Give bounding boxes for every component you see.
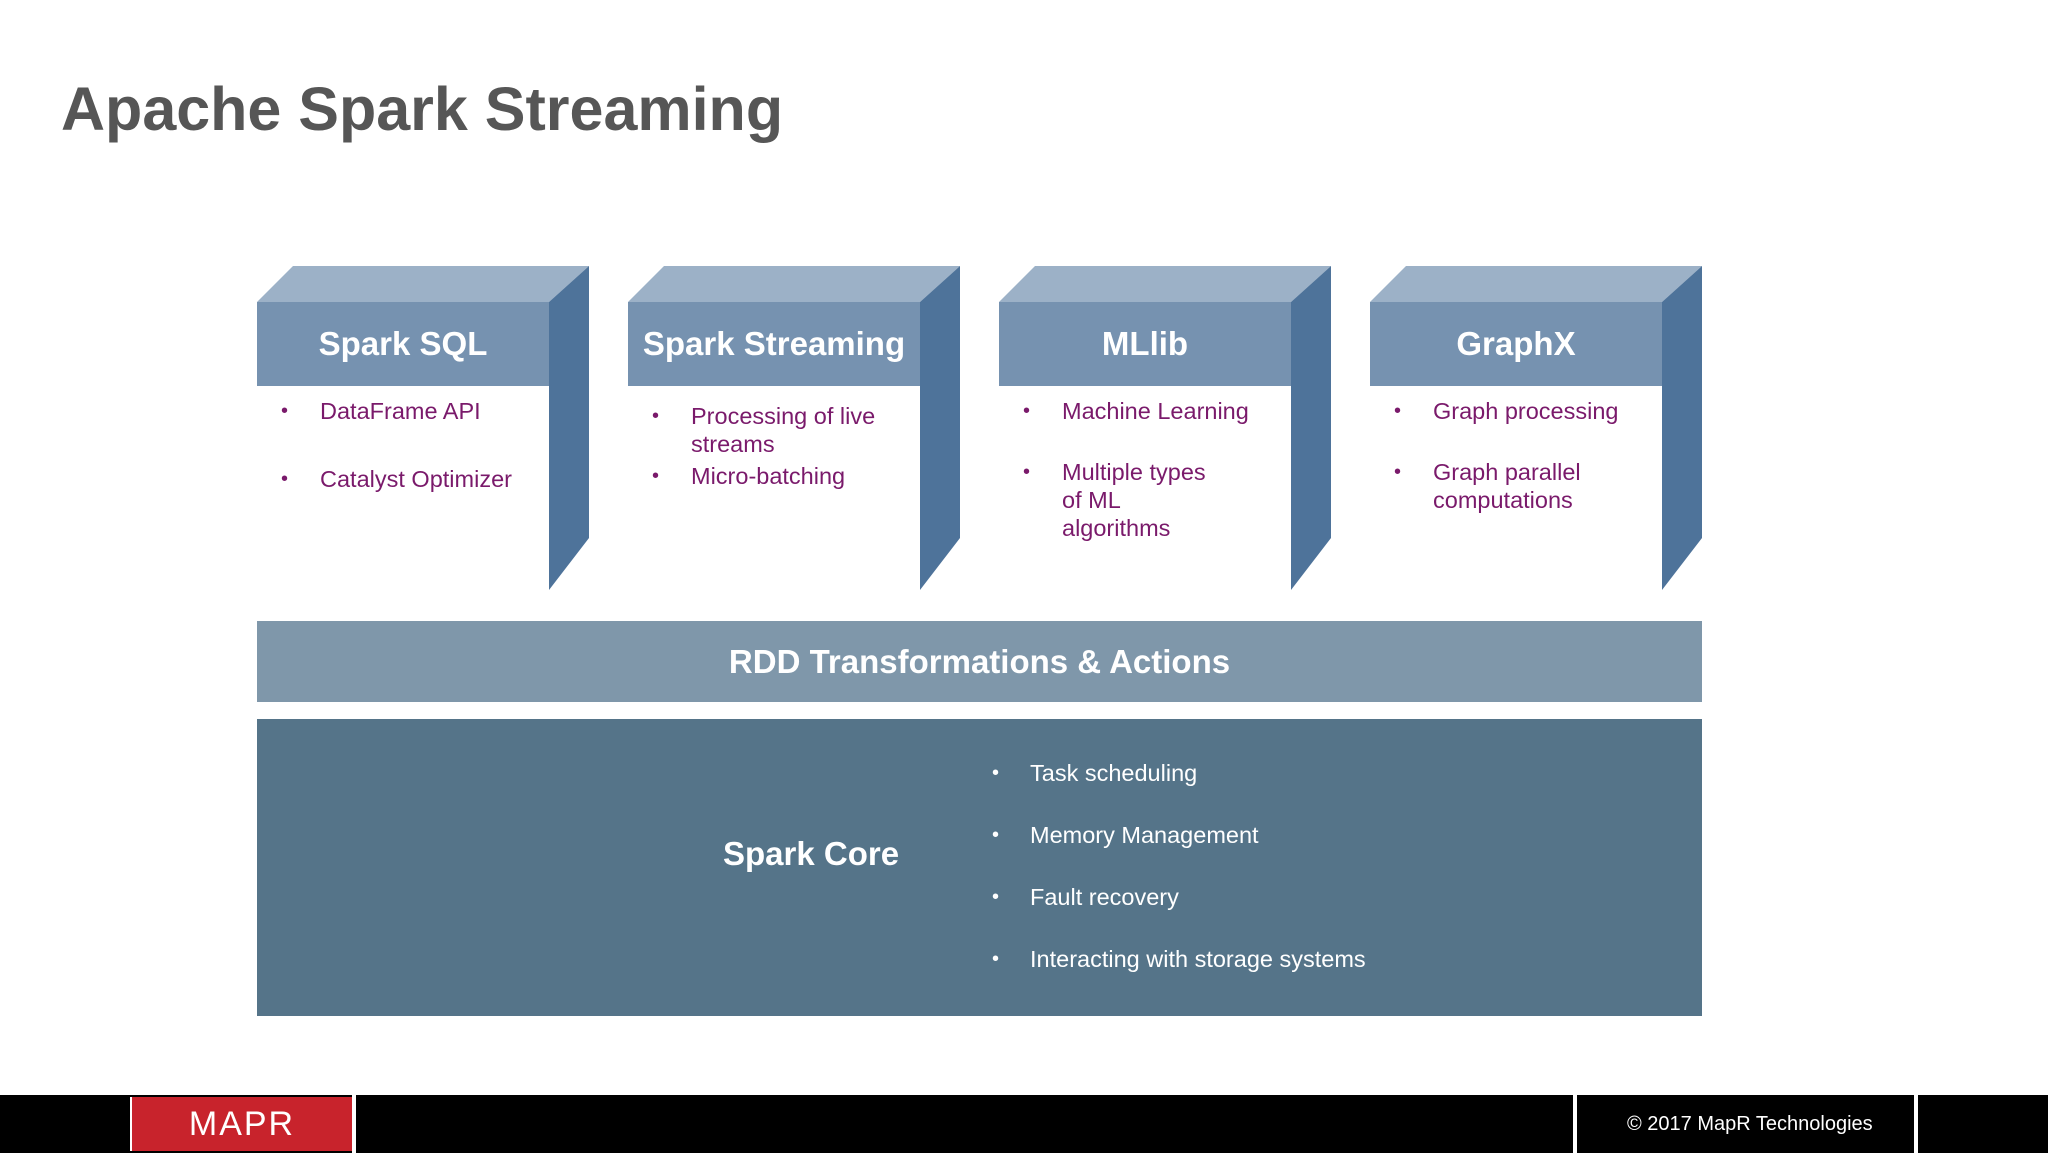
footer-divider — [352, 1095, 356, 1153]
core-bullet-item: Interacting with storage systems — [992, 945, 1366, 1007]
bullet-item: Graph parallel computations — [1370, 458, 1662, 514]
footer-divider — [1914, 1095, 1918, 1153]
cube-shape — [1370, 266, 1702, 590]
module-bullets: DataFrame API Catalyst Optimizer — [257, 386, 549, 493]
bullet-item: DataFrame API — [257, 397, 549, 425]
core-title: Spark Core — [723, 835, 900, 872]
logo-text: MAPR — [188, 1104, 296, 1143]
module-graphx: GraphX Graph processing Graph parallel c… — [1370, 266, 1702, 592]
core-bullet-item: Fault recovery — [992, 883, 1366, 945]
footer-divider — [1573, 1095, 1577, 1153]
module-mllib: MLlib Machine Learning Multiple types of… — [999, 266, 1331, 592]
cube-shape — [999, 266, 1331, 590]
module-spark-streaming: Spark Streaming Processing of live strea… — [628, 266, 960, 592]
slide-title: Apache Spark Streaming — [61, 75, 784, 143]
bullet-item: Catalyst Optimizer — [257, 465, 549, 493]
bullet-item: Graph processing — [1370, 397, 1662, 425]
cube-shape — [257, 266, 589, 590]
module-title: GraphX — [1456, 325, 1576, 362]
rdd-label: RDD Transformations & Actions — [728, 642, 1231, 680]
module-bullets: Processing of live streams Micro-batchin… — [628, 386, 920, 490]
module-title: MLlib — [1101, 325, 1189, 362]
bullet-item: Machine Learning — [999, 397, 1291, 425]
bullet-item: Micro-batching — [628, 462, 920, 490]
rdd-layer: RDD Transformations & Actions — [257, 621, 1702, 702]
module-bullets: Machine Learning Multiple types of ML al… — [999, 386, 1291, 542]
core-bullets: Task scheduling Memory Management Fault … — [992, 759, 1366, 1007]
core-bullet-item: Memory Management — [992, 821, 1366, 883]
module-title: Spark Streaming — [642, 325, 906, 362]
mapr-logo: MAPR — [130, 1097, 354, 1151]
bullet-item: Processing of live streams — [628, 402, 920, 458]
module-title: Spark SQL — [318, 325, 488, 362]
footer-bar: MAPR © 2017 MapR Technologies — [0, 1095, 2048, 1153]
bullet-item: Multiple types of ML algorithms — [999, 458, 1291, 542]
module-spark-sql: Spark SQL DataFrame API Catalyst Optimiz… — [257, 266, 589, 592]
module-bullets: Graph processing Graph parallel computat… — [1370, 386, 1662, 514]
copyright-text: © 2017 MapR Technologies — [1627, 1113, 1873, 1135]
cube-shape — [628, 266, 960, 590]
spark-core-layer: Spark Core Task scheduling Memory Manage… — [257, 719, 1702, 1016]
core-bullet-item: Task scheduling — [992, 759, 1366, 821]
